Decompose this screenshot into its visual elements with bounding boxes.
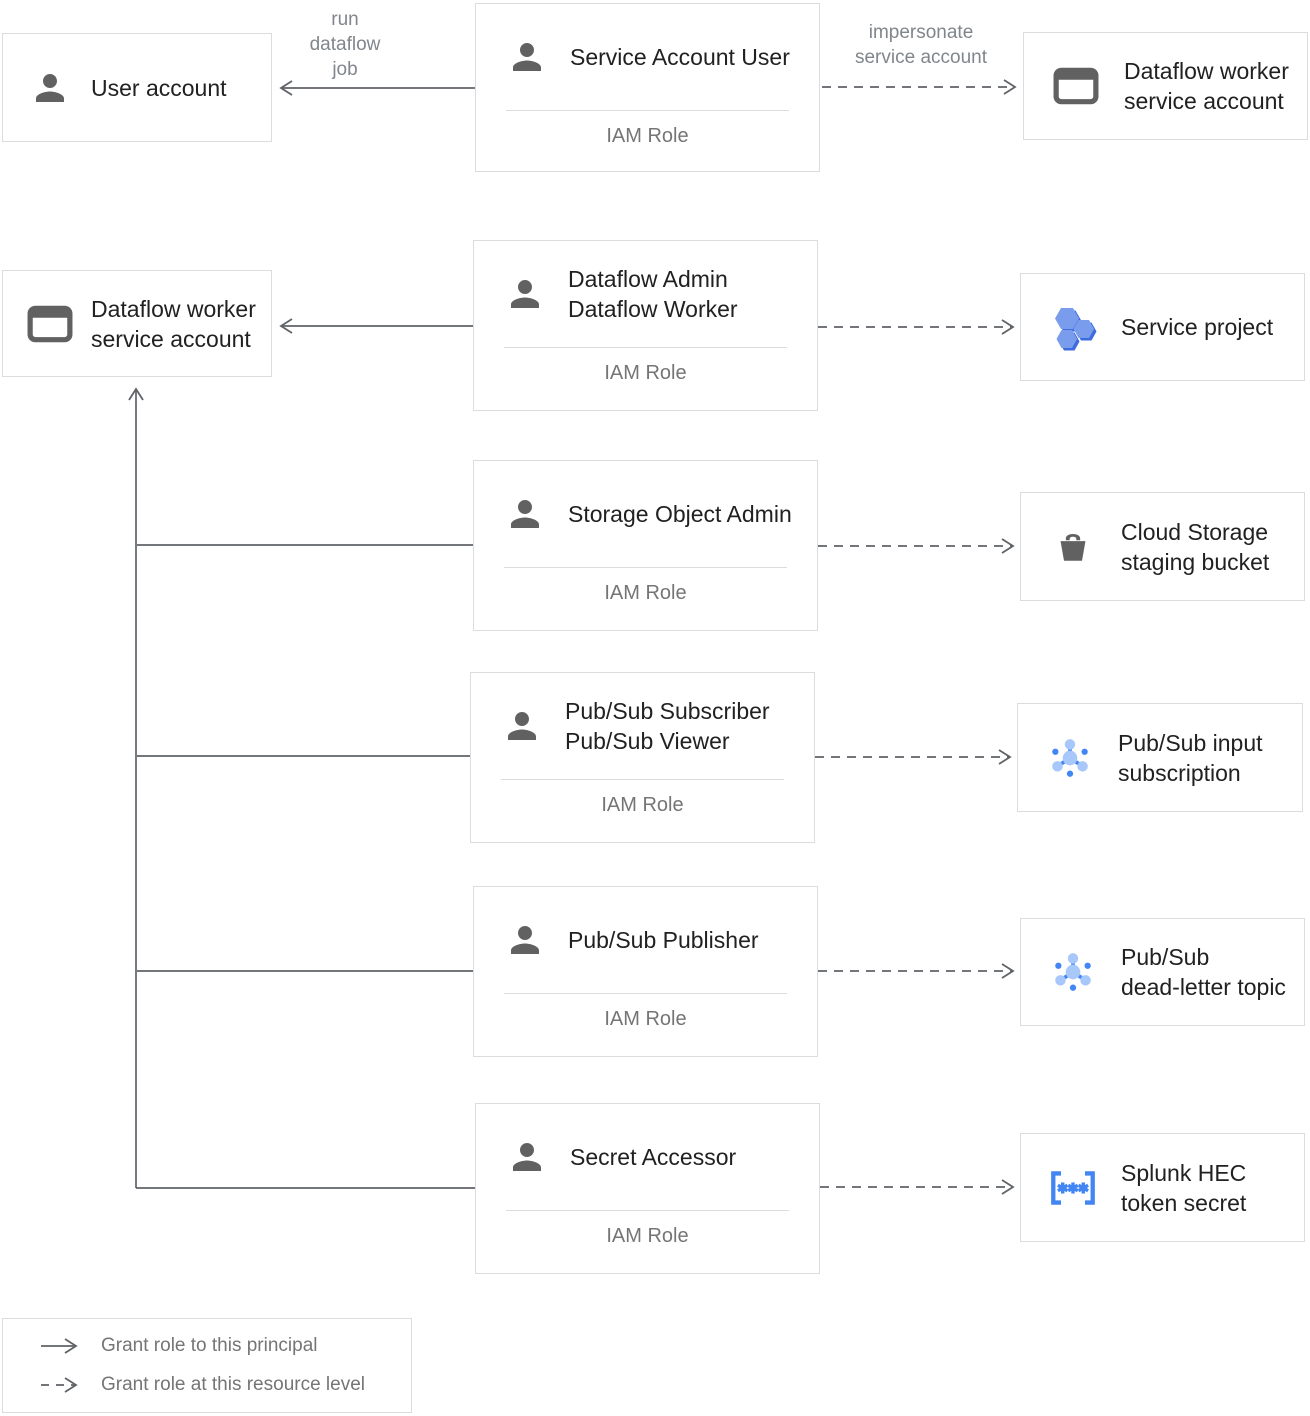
role-title: Service Account User — [570, 44, 790, 70]
role-title: Dataflow Admin Dataflow Worker — [568, 266, 738, 322]
person-icon — [504, 493, 546, 535]
run-dataflow-job-label: run dataflow job — [309, 9, 381, 80]
person-icon — [504, 273, 546, 315]
legend-label: Grant role at this resource level — [101, 1373, 366, 1395]
user-account-box: User account — [2, 33, 272, 142]
pubsub-dead-letter-topic-box: Pub/Sub dead-letter topic — [1020, 918, 1305, 1026]
resource-label: Splunk HEC token secret — [1121, 1159, 1247, 1216]
cloud-storage-staging-bucket-box: Cloud Storage staging bucket — [1020, 492, 1305, 601]
dataflow-worker-service-account-box: Dataflow worker service account — [2, 270, 272, 377]
pubsub-icon — [1049, 949, 1097, 995]
iam-role-label: IAM Role — [606, 125, 689, 147]
project-icon — [1049, 303, 1097, 351]
divider — [501, 779, 784, 780]
role-box-storage-object-admin: Storage Object Admin IAM Role — [473, 460, 818, 631]
divider — [504, 347, 787, 348]
role-box-pubsub-publisher: Pub/Sub Publisher IAM Role — [473, 886, 818, 1057]
divider — [506, 110, 789, 111]
user-account-label: User account — [91, 74, 227, 101]
service-account-icon — [27, 305, 73, 343]
divider — [506, 1210, 789, 1211]
divider — [504, 567, 787, 568]
role-title: Pub/Sub Subscriber Pub/Sub Viewer — [565, 698, 770, 754]
role-title: Secret Accessor — [570, 1144, 737, 1170]
resource-label: Pub/Sub dead-letter topic — [1121, 944, 1286, 1000]
role-box-service-account-user: Service Account User IAM Role — [475, 3, 820, 172]
person-icon — [501, 705, 543, 747]
pubsub-icon — [1046, 735, 1094, 781]
iam-role-label: IAM Role — [604, 1008, 687, 1030]
role-box-pubsub-subscriber-viewer: Pub/Sub Subscriber Pub/Sub Viewer IAM Ro… — [470, 672, 815, 843]
iam-role-label: IAM Role — [601, 794, 684, 816]
dataflow-worker-service-account-resource-box: Dataflow worker service account — [1023, 32, 1308, 140]
role-box-secret-accessor: Secret Accessor IAM Role — [475, 1103, 820, 1274]
legend-item-dashed: Grant role at this resource level — [39, 1374, 411, 1396]
iam-role-label: IAM Role — [604, 582, 687, 604]
splunk-hec-token-secret-box: Splunk HEC token secret — [1020, 1133, 1305, 1242]
legend-label: Grant role to this principal — [101, 1335, 318, 1357]
role-box-dataflow-admin-worker: Dataflow Admin Dataflow Worker IAM Role — [473, 240, 818, 411]
service-project-box: Service project — [1020, 273, 1305, 381]
bucket-icon — [1049, 525, 1097, 569]
pubsub-input-subscription-box: Pub/Sub input subscription — [1017, 703, 1303, 812]
impersonate-service-account-label: impersonate service account — [854, 22, 987, 68]
person-icon — [506, 1136, 548, 1178]
resource-label: Pub/Sub input subscription — [1118, 729, 1263, 786]
person-icon — [27, 67, 73, 109]
legend: Grant role to this principal Grant role … — [2, 1318, 412, 1413]
dataflow-worker-service-account-label: Dataflow worker service account — [91, 295, 256, 352]
person-icon — [506, 36, 548, 78]
divider — [504, 993, 787, 994]
person-icon — [504, 919, 546, 961]
solid-arrow-icon — [41, 1338, 78, 1355]
role-title: Pub/Sub Publisher — [568, 927, 759, 953]
iam-role-label: IAM Role — [604, 362, 687, 384]
iam-role-label: IAM Role — [606, 1225, 689, 1247]
resource-label: Service project — [1121, 314, 1274, 340]
secret-icon — [1049, 1166, 1097, 1210]
resource-label: Cloud Storage staging bucket — [1121, 518, 1270, 575]
service-account-icon — [1052, 67, 1100, 105]
legend-item-solid: Grant role to this principal — [39, 1335, 411, 1357]
dashed-arrow-icon — [41, 1376, 78, 1393]
role-title: Storage Object Admin — [568, 501, 792, 527]
resource-label: Dataflow worker service account — [1124, 58, 1289, 114]
